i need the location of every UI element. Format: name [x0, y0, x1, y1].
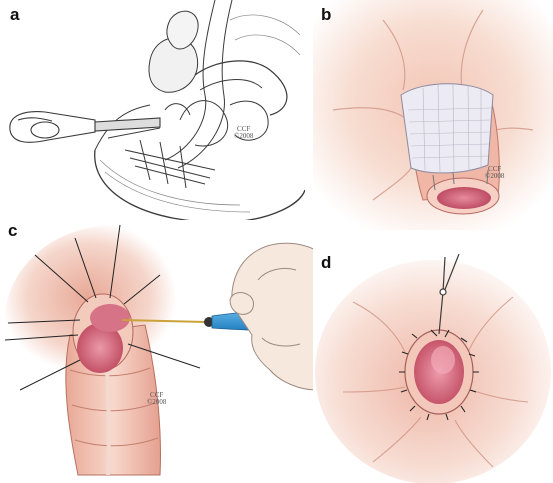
credit-year: ©2008 — [234, 132, 254, 140]
credit-year: ©2008 — [485, 172, 505, 180]
panel-letter-c: c — [8, 221, 18, 240]
panel-d: d — [313, 242, 553, 483]
bowel-cautery-illustration — [0, 220, 316, 483]
illustration-credit-a: CCF ©2008 — [234, 126, 253, 140]
perineum-sponge-illustration — [313, 0, 553, 230]
panel-c: c CCF ©2008 — [0, 220, 316, 483]
panel-letter-b: b — [321, 5, 332, 24]
panel-b: b CCF ©2008 — [313, 0, 553, 230]
credit-text: CCF — [237, 125, 251, 133]
credit-text: CCF — [150, 391, 164, 399]
panel-letter-a: a — [10, 5, 20, 24]
illustration-credit-b: CCF ©2008 — [485, 166, 504, 180]
anastomosis-illustration — [313, 242, 553, 483]
illustration-credit-c: CCF ©2008 — [147, 392, 166, 406]
panel-a: a CCF ©2008 — [0, 0, 305, 228]
credit-text: CCF — [488, 165, 502, 173]
credit-year: ©2008 — [147, 398, 167, 406]
panel-letter-d: d — [321, 253, 332, 272]
sagittal-pelvis-illustration — [9, 0, 305, 223]
